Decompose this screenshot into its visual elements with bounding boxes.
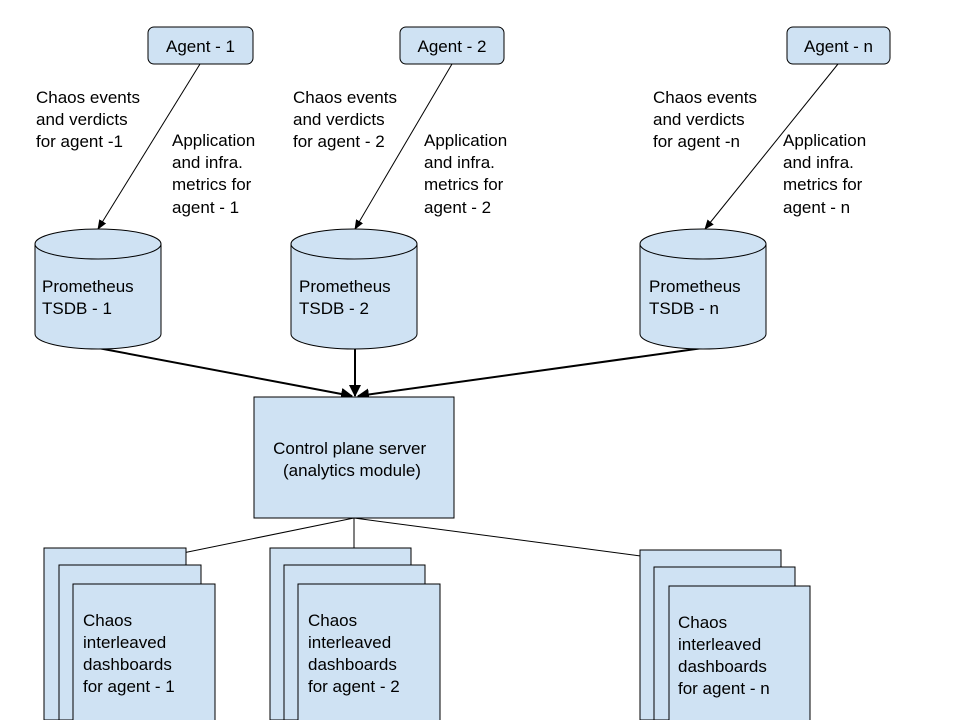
edge-tsdbn-to-control-plane [357, 347, 704, 401]
metrics-label-line: Application [424, 131, 507, 150]
tsdb-label-line: TSDB - 2 [299, 299, 369, 318]
agent-node-2: Agent - 2 [399, 26, 505, 65]
tsdb-node-2: Prometheus TSDB - 2 [290, 228, 418, 350]
tsdb-label-line: TSDB - 1 [42, 299, 112, 318]
dashboard-stack-2: Chaos interleaved dashboards for agent -… [269, 547, 441, 720]
dashboard-label: Chaos interleaved dashboards for agent -… [83, 611, 177, 696]
agent-label: Agent - 1 [166, 37, 235, 56]
metrics-label-line: agent - 2 [424, 198, 491, 217]
database-icon-top [34, 228, 162, 260]
database-icon-top [639, 228, 767, 260]
dashboard-label: Chaos interleaved dashboards for agent -… [678, 613, 772, 698]
control-plane-label-line: Control plane server [273, 439, 426, 458]
agent-node-1: Agent - 1 [147, 26, 254, 65]
edge-tsdb1-to-control-plane [97, 347, 353, 400]
metrics-label-line: and infra. [424, 153, 495, 172]
dashboard-page-front [72, 583, 216, 720]
dashboard-label-line: dashboards [83, 655, 172, 674]
dashboard-stack-1: Chaos interleaved dashboards for agent -… [43, 547, 216, 720]
dashboard-label-line: interleaved [678, 635, 761, 654]
dashboard-label-line: Chaos [83, 611, 132, 630]
events-label-line: and verdicts [293, 110, 385, 129]
events-label-line: Chaos events [293, 88, 397, 107]
events-label-line: for agent -1 [36, 132, 123, 151]
metrics-label-line: metrics for [783, 175, 863, 194]
events-label-line: and verdicts [653, 110, 745, 129]
edge-agent2-to-tsdb2 [354, 63, 453, 230]
metrics-label-line: and infra. [172, 153, 243, 172]
control-plane-node: Control plane server (analytics module) [253, 396, 455, 519]
metrics-label-line: Application [783, 131, 866, 150]
agent-label: Agent - 2 [418, 37, 487, 56]
events-label-agent-n: Chaos events and verdicts for agent -n [653, 88, 762, 151]
tsdb-label: Prometheus TSDB - 1 [42, 277, 138, 318]
events-label-agent-1: Chaos events and verdicts for agent -1 [36, 88, 145, 151]
tsdb-label-line: TSDB - n [649, 299, 719, 318]
tsdb-node-n: Prometheus TSDB - n [639, 228, 767, 350]
tsdb-label-line: Prometheus [42, 277, 134, 296]
control-plane-label-line: (analytics module) [283, 461, 421, 480]
dashboard-page-front [297, 583, 441, 720]
dashboard-stack-n: Chaos interleaved dashboards for agent -… [639, 549, 811, 720]
metrics-label-agent-n: Application and infra. metrics for agent… [783, 131, 871, 217]
dashboard-label: Chaos interleaved dashboards for agent -… [308, 611, 402, 696]
agent-node-n: Agent - n [786, 26, 891, 65]
metrics-label-line: Application [172, 131, 255, 150]
metrics-label-line: agent - n [783, 198, 850, 217]
database-icon-top [290, 228, 418, 260]
events-label-line: and verdicts [36, 110, 128, 129]
metrics-label-agent-2: Application and infra. metrics for agent… [424, 131, 512, 217]
edge-agent1-to-tsdb1 [97, 63, 201, 230]
events-label-line: Chaos events [36, 88, 140, 107]
tsdb-label: Prometheus TSDB - n [649, 277, 745, 318]
dashboard-label-line: for agent - 2 [308, 677, 400, 696]
dashboard-label-line: for agent - 1 [83, 677, 175, 696]
events-label-line: for agent - 2 [293, 132, 385, 151]
metrics-label-line: metrics for [424, 175, 504, 194]
edge-agentn-to-tsdbn [704, 63, 839, 230]
tsdb-node-1: Prometheus TSDB - 1 [34, 228, 162, 350]
events-label-agent-2: Chaos events and verdicts for agent - 2 [293, 88, 402, 151]
dashboard-label-line: Chaos [678, 613, 727, 632]
metrics-label-line: and infra. [783, 153, 854, 172]
dashboard-page-front [668, 585, 811, 720]
metrics-label-line: metrics for [172, 175, 252, 194]
tsdb-label-line: Prometheus [299, 277, 391, 296]
dashboard-label-line: interleaved [308, 633, 391, 652]
dashboard-label-line: interleaved [83, 633, 166, 652]
events-label-line: for agent -n [653, 132, 740, 151]
dashboard-label-line: Chaos [308, 611, 357, 630]
tsdb-label-line: Prometheus [649, 277, 741, 296]
control-plane-label: Control plane server (analytics module) [273, 439, 431, 480]
tsdb-label: Prometheus TSDB - 2 [299, 277, 395, 318]
agent-label: Agent - n [804, 37, 873, 56]
metrics-label-line: agent - 1 [172, 198, 239, 217]
dashboard-label-line: for agent - n [678, 679, 770, 698]
dashboard-label-line: dashboards [308, 655, 397, 674]
events-label-line: Chaos events [653, 88, 757, 107]
metrics-label-agent-1: Application and infra. metrics for agent… [172, 131, 260, 217]
dashboard-label-line: dashboards [678, 657, 767, 676]
